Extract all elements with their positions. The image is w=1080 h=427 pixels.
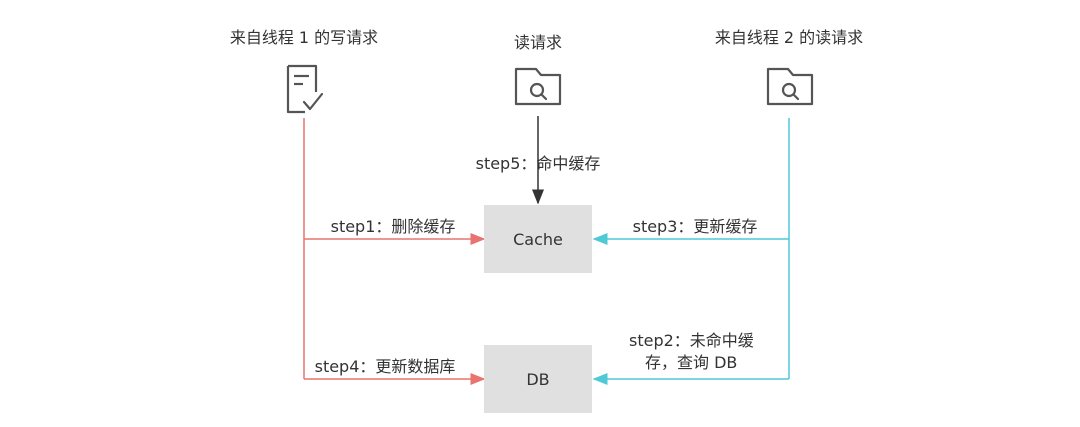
step2-label-line1: step2：未命中缓: [629, 331, 754, 350]
folder-search-icon: [514, 66, 562, 106]
document-check-icon: [285, 64, 325, 114]
step2-label: step2：未命中缓 存，查询 DB: [629, 330, 754, 374]
cache-node-label: Cache: [513, 229, 563, 249]
writer-thread1-title: 来自线程 1 的写请求: [229, 28, 379, 47]
step4-label: step4：更新数据库: [314, 357, 456, 376]
step1-label: step1：删除缓存: [330, 217, 456, 236]
folder-search-icon: [766, 66, 814, 106]
db-node: DB: [484, 345, 592, 413]
db-node-label: DB: [526, 369, 550, 389]
reader-thread2-title: 来自线程 2 的读请求: [714, 28, 864, 47]
step5-label: step5：命中缓存: [475, 154, 601, 173]
reader-title: 读请求: [513, 33, 563, 52]
step2-label-line2: 存，查询 DB: [645, 353, 738, 372]
cache-node: Cache: [484, 205, 592, 273]
step3-label: step3：更新缓存: [632, 217, 758, 236]
